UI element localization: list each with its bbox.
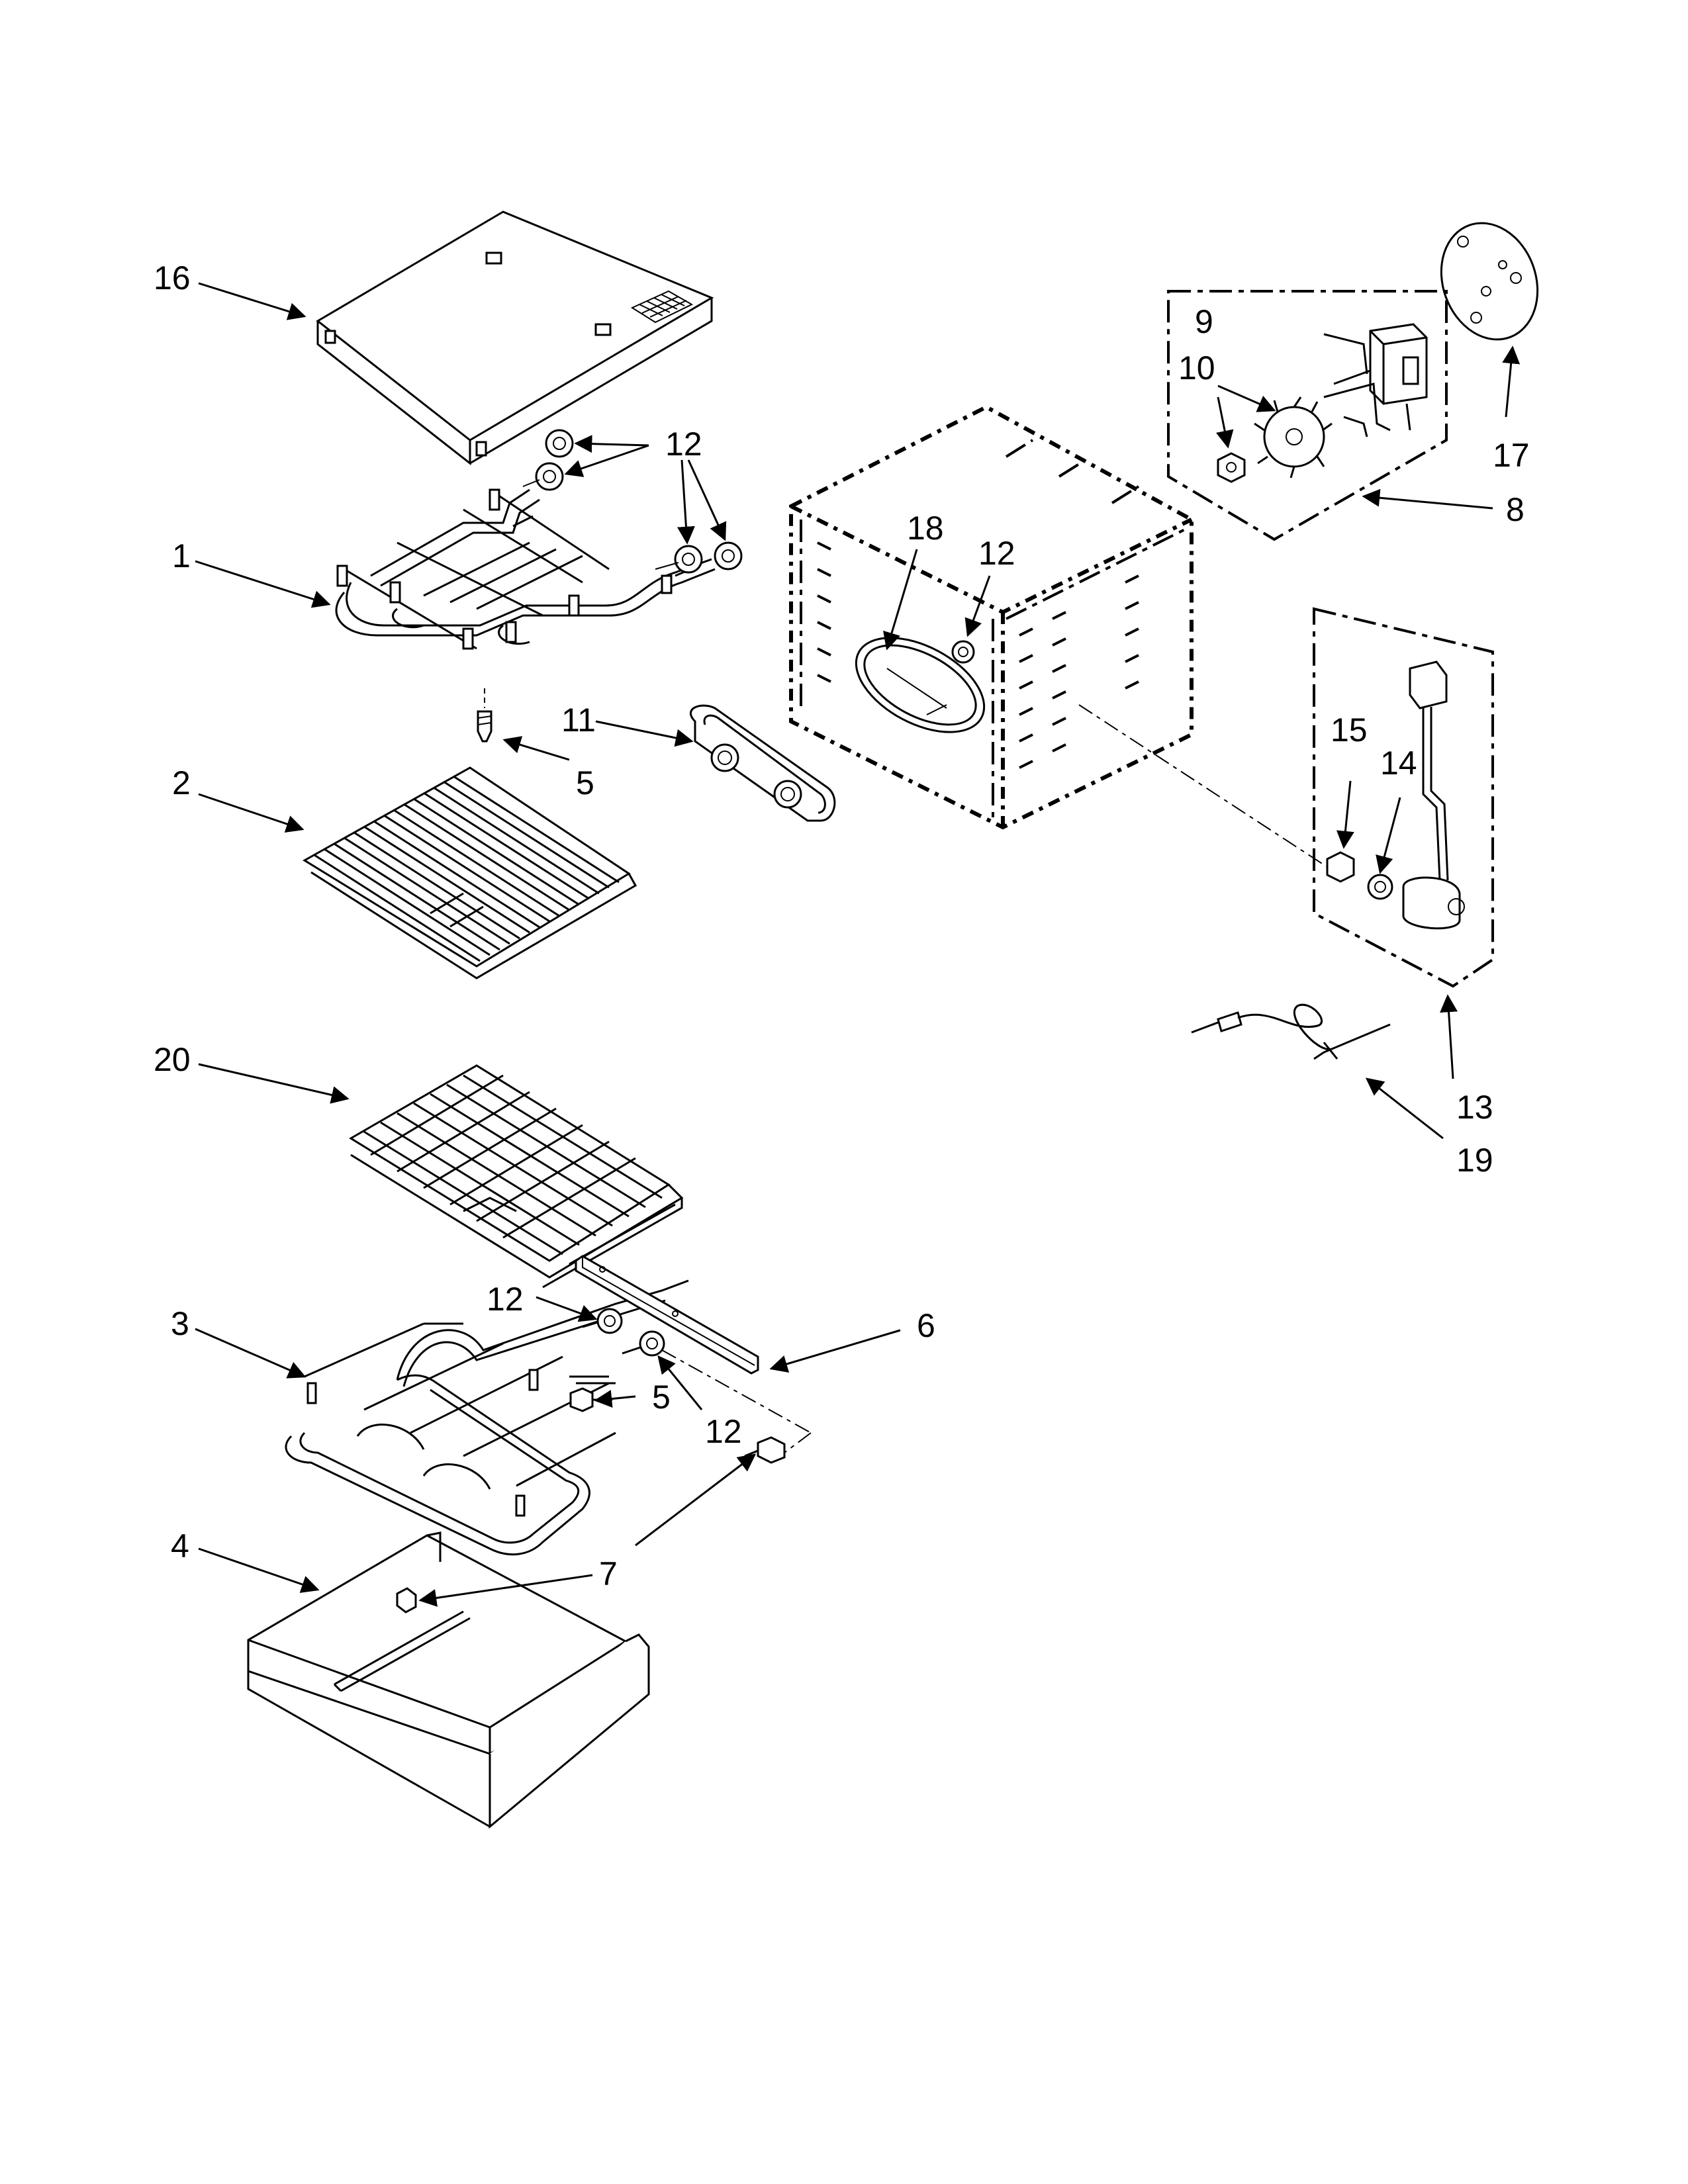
callout-18: 18	[907, 510, 944, 547]
callout-labels: 16 12 1 5 11 2 20 18 12 9 10 17 8 15 14 …	[154, 259, 1530, 1592]
part-4-bottom-cover	[247, 1531, 650, 1829]
part-6-bracket	[575, 1255, 812, 1453]
callout-14: 14	[1380, 745, 1417, 782]
part-9-fan-blade	[1254, 396, 1333, 478]
part-18-gasket	[855, 637, 986, 733]
callout-9: 9	[1195, 303, 1213, 340]
callout-12-lower-a: 12	[487, 1281, 524, 1318]
part-12-washers-upper	[522, 429, 743, 574]
part-15-nut	[1326, 851, 1355, 883]
oven-cavity-outline	[789, 404, 1194, 830]
callout-15: 15	[1331, 711, 1368, 749]
callout-3: 3	[171, 1305, 189, 1342]
part-10-nut	[1217, 452, 1246, 483]
leader-lines	[195, 282, 1521, 1607]
callout-6: 6	[917, 1307, 935, 1344]
part-19-meat-probe	[1191, 1003, 1391, 1060]
part-8-convection-fan-assembly	[1167, 290, 1448, 541]
part-2-oven-rack	[303, 766, 637, 979]
part-16-top-cover	[316, 210, 714, 466]
part-20-extendable-rack	[349, 1064, 684, 1289]
callout-7: 7	[599, 1555, 618, 1592]
vent-grid	[630, 290, 694, 324]
temperature-sensor	[1402, 660, 1465, 930]
callout-13: 13	[1456, 1089, 1493, 1126]
part-11-fan-cover	[690, 704, 836, 822]
part-5-screw-upper	[477, 688, 492, 743]
callout-12-lower-b: 12	[705, 1413, 742, 1450]
part-1-broil-element	[335, 488, 716, 650]
callout-17: 17	[1493, 437, 1530, 474]
motor	[1323, 323, 1428, 437]
callout-20: 20	[154, 1041, 191, 1078]
callout-2: 2	[172, 764, 191, 801]
part-12-washers-lower	[582, 1308, 665, 1357]
part-12-washer-cavity	[951, 640, 975, 664]
callout-5-upper: 5	[576, 764, 594, 801]
callout-12-cavity: 12	[978, 535, 1015, 572]
callout-16: 16	[154, 259, 191, 296]
part-13-sensor-assembly	[1313, 607, 1494, 988]
callout-5-lower: 5	[652, 1379, 671, 1416]
callout-11: 11	[561, 702, 596, 739]
part-3-bake-element	[285, 1279, 689, 1556]
callout-1: 1	[172, 537, 191, 574]
part-17-gasket-disk	[1440, 222, 1539, 341]
part-14-star-washer	[1367, 874, 1393, 900]
callout-4: 4	[171, 1527, 189, 1565]
callout-19: 19	[1456, 1142, 1493, 1179]
callout-10: 10	[1178, 349, 1215, 387]
callout-12-top: 12	[665, 426, 702, 463]
callout-8: 8	[1506, 491, 1524, 528]
